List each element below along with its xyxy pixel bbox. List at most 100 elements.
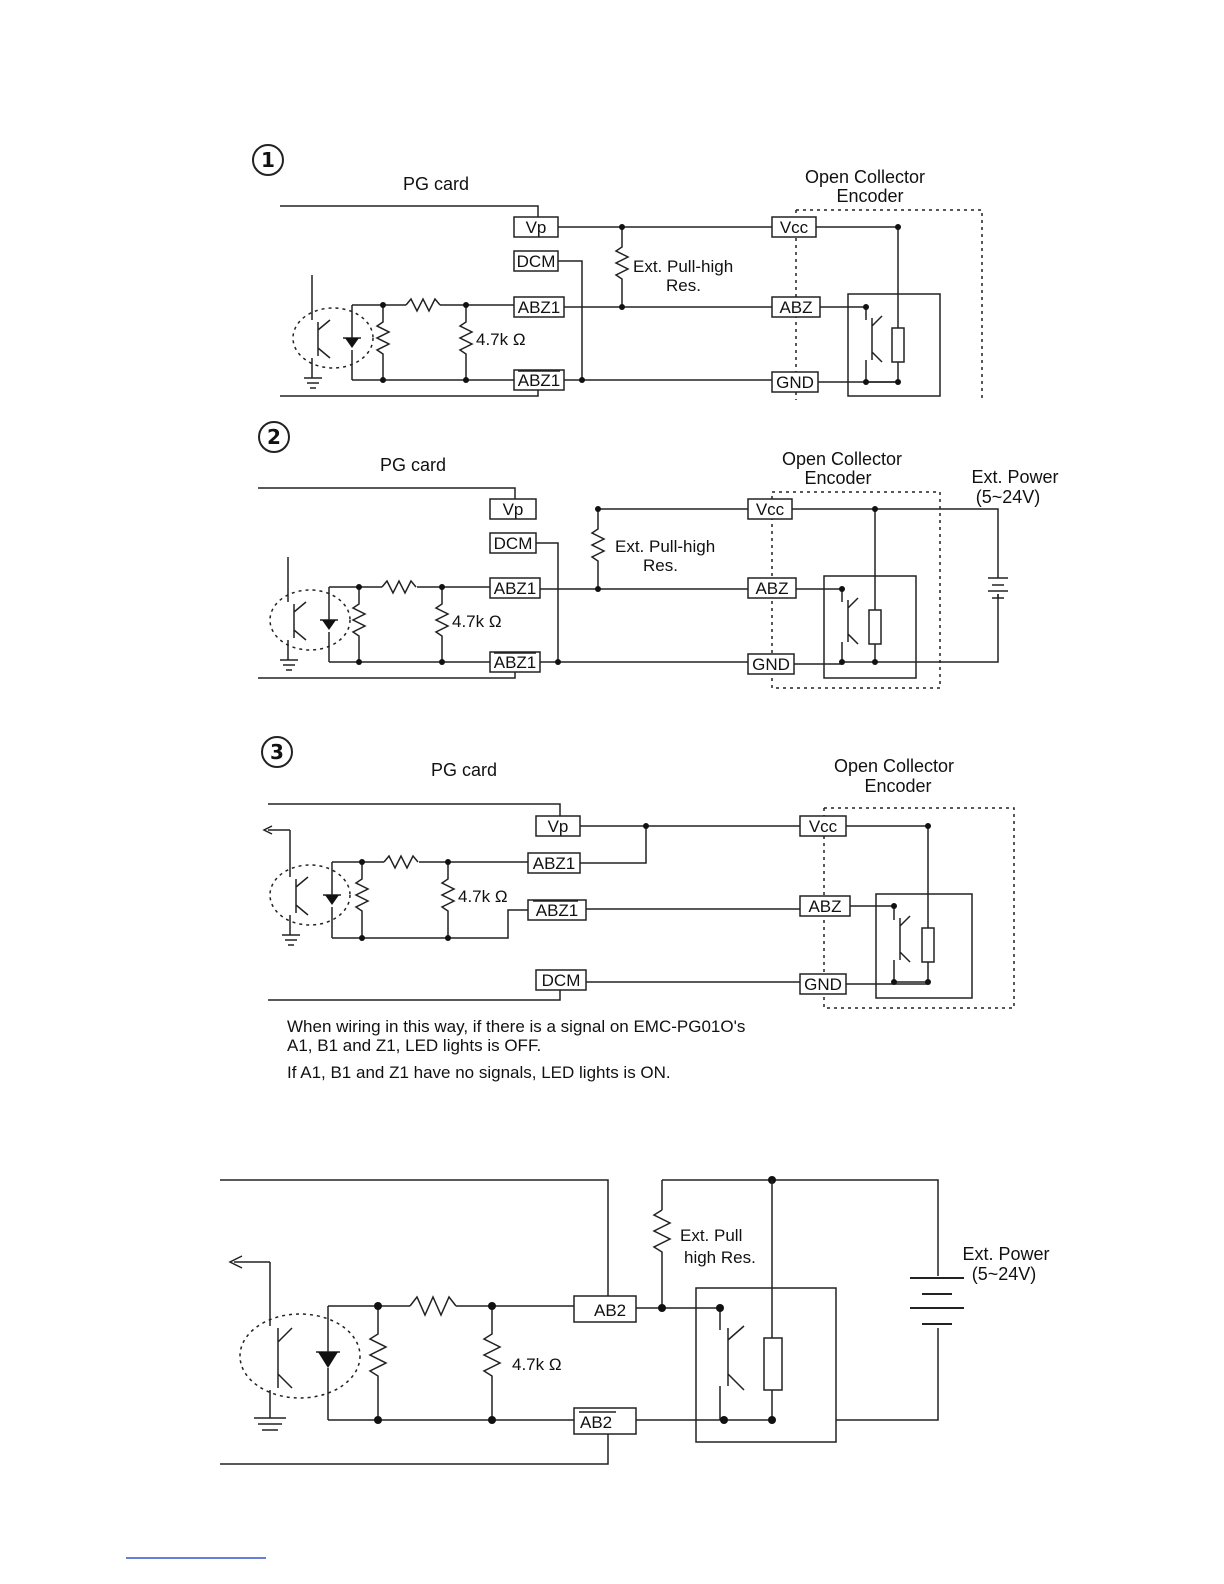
- encoder-boundary: [771, 491, 941, 689]
- optocoupler: [292, 275, 374, 389]
- encoder-title-line1: Open Collector: [805, 167, 925, 187]
- encoder-output-box: [847, 293, 941, 397]
- resistor-4-7k: [458, 305, 474, 380]
- ext-power-label-1: Ext. Power: [962, 1244, 1049, 1264]
- encoder-boundary: [796, 209, 983, 398]
- pull-high-label-2: Res.: [666, 276, 701, 295]
- resistor-4-7k: [482, 1306, 502, 1420]
- terminal-vp-label: Vp: [503, 500, 524, 519]
- diagram-number-circle: [258, 421, 290, 453]
- ext-power-label-2: (5~24V): [976, 487, 1041, 507]
- terminal-ab2-label: AB2: [594, 1301, 626, 1320]
- series-resistor: [409, 1295, 470, 1317]
- encoder-output-box: [823, 575, 917, 679]
- terminal-abz: [747, 577, 797, 599]
- terminal-vp: [489, 498, 537, 520]
- terminal-abz1-label: ABZ1: [518, 298, 561, 317]
- diagram-3: 3 PG card Open Collector Encoder 4.7k Ω …: [261, 736, 1015, 1082]
- terminal-dcm: [535, 969, 587, 991]
- pg-card-label: PG card: [380, 455, 446, 475]
- terminal-vp-label: Vp: [548, 817, 569, 836]
- pg-card-boundary: [268, 803, 561, 1001]
- resistor-value: 4.7k Ω: [512, 1355, 562, 1374]
- terminal-abz1-label: ABZ1: [494, 579, 537, 598]
- resistor-value: 4.7k Ω: [458, 887, 508, 906]
- diagram-2: 2 PG card Open Collector Encoder Ext. Po…: [258, 421, 1059, 689]
- note-line-2: A1, B1 and Z1, LED lights is OFF.: [287, 1036, 541, 1055]
- terminal-vcc-label: Vcc: [756, 500, 785, 519]
- encoder-title-line1: Open Collector: [834, 756, 954, 776]
- terminal-vp-label: Vp: [526, 218, 547, 237]
- pg-card-label: PG card: [431, 760, 497, 780]
- pull-high-label-1: Ext. Pull-high: [633, 257, 733, 276]
- pull-high-label-1: Ext. Pull: [680, 1226, 742, 1245]
- resistor-4-7k: [434, 587, 450, 662]
- note-line-1: When wiring in this way, if there is a s…: [287, 1017, 745, 1036]
- terminal-gnd-label: GND: [776, 373, 814, 392]
- ext-power-label-1: Ext. Power: [971, 467, 1058, 487]
- diagram-number-circle: [261, 736, 293, 768]
- encoder-transistor: [893, 896, 935, 983]
- encoder-title-line1: Open Collector: [782, 449, 902, 469]
- terminal-ab2-bar-label: AB2: [580, 1413, 612, 1432]
- ext-power-battery: [910, 1277, 964, 1325]
- terminal-abz-label: ABZ: [755, 579, 788, 598]
- terminal-dcm-label: DCM: [494, 534, 533, 553]
- ext-power-battery: [988, 577, 1008, 599]
- pg-card-label: PG card: [403, 174, 469, 194]
- terminal-vcc-label: Vcc: [809, 817, 838, 836]
- encoder-title-line2: Encoder: [804, 468, 871, 488]
- shunt-resistor-1: [351, 587, 367, 662]
- terminal-dcm-label: DCM: [517, 252, 556, 271]
- pg-card-boundary: [280, 205, 539, 397]
- diagram-4: 4.7k Ω AB2 AB2 Ext. Pull high Res. Ext. …: [220, 1176, 1050, 1465]
- encoder-output-box: [695, 1287, 837, 1443]
- diagram-number: 1: [261, 148, 275, 172]
- terminal-abz1-bar-label: ABZ1: [536, 901, 579, 920]
- encoder-output-box: [875, 893, 973, 999]
- terminal-abz1-label: ABZ1: [533, 854, 576, 873]
- pg-card-boundary: [220, 1179, 609, 1465]
- series-resistor: [383, 854, 444, 870]
- ext-power-label-2: (5~24V): [972, 1264, 1037, 1284]
- encoder-boundary: [823, 807, 1015, 1009]
- resistor-4-7k: [440, 862, 456, 938]
- pull-high-label-2: Res.: [643, 556, 678, 575]
- terminal-vcc-label: Vcc: [780, 218, 809, 237]
- diagram-number: 2: [267, 425, 281, 449]
- connection-wires: [636, 1179, 939, 1421]
- encoder-transistor: [865, 296, 905, 383]
- signal-wires: [352, 304, 516, 381]
- optocoupler: [262, 825, 351, 946]
- terminal-abz-label: ABZ: [808, 897, 841, 916]
- encoder-transistor: [719, 1180, 783, 1420]
- terminal-gnd-label: GND: [804, 975, 842, 994]
- resistor-value: 4.7k Ω: [452, 612, 502, 631]
- diagram-number: 3: [270, 740, 284, 764]
- terminal-gnd-label: GND: [752, 655, 790, 674]
- pg-card-boundary: [258, 487, 516, 679]
- pull-high-resistor: [614, 227, 630, 307]
- series-resistor: [381, 579, 442, 595]
- terminal-abz1: [489, 577, 541, 599]
- pull-high-resistor: [590, 509, 606, 589]
- shunt-resistor-1: [368, 1306, 388, 1420]
- pull-high-label-2: high Res.: [684, 1248, 756, 1267]
- encoder-title-line2: Encoder: [864, 776, 931, 796]
- terminal-abz1-bar: [527, 899, 587, 921]
- series-resistor: [405, 297, 441, 313]
- resistor-value: 4.7k Ω: [476, 330, 526, 349]
- encoder-transistor: [841, 578, 882, 663]
- terminal-abz1-bar-label: ABZ1: [494, 653, 537, 672]
- connection-wires: [558, 226, 899, 383]
- shunt-resistor-1: [375, 305, 391, 380]
- diagram-1: 1 PG card Open Collector Encoder 4.7k Ω …: [252, 144, 983, 400]
- terminal-abz-label: ABZ: [779, 298, 812, 317]
- terminal-abz1-bar-label: ABZ1: [518, 371, 561, 390]
- optocoupler: [269, 557, 351, 671]
- pull-high-resistor: [652, 1209, 672, 1308]
- encoder-title-line2: Encoder: [836, 186, 903, 206]
- terminal-ab2: [573, 1295, 637, 1323]
